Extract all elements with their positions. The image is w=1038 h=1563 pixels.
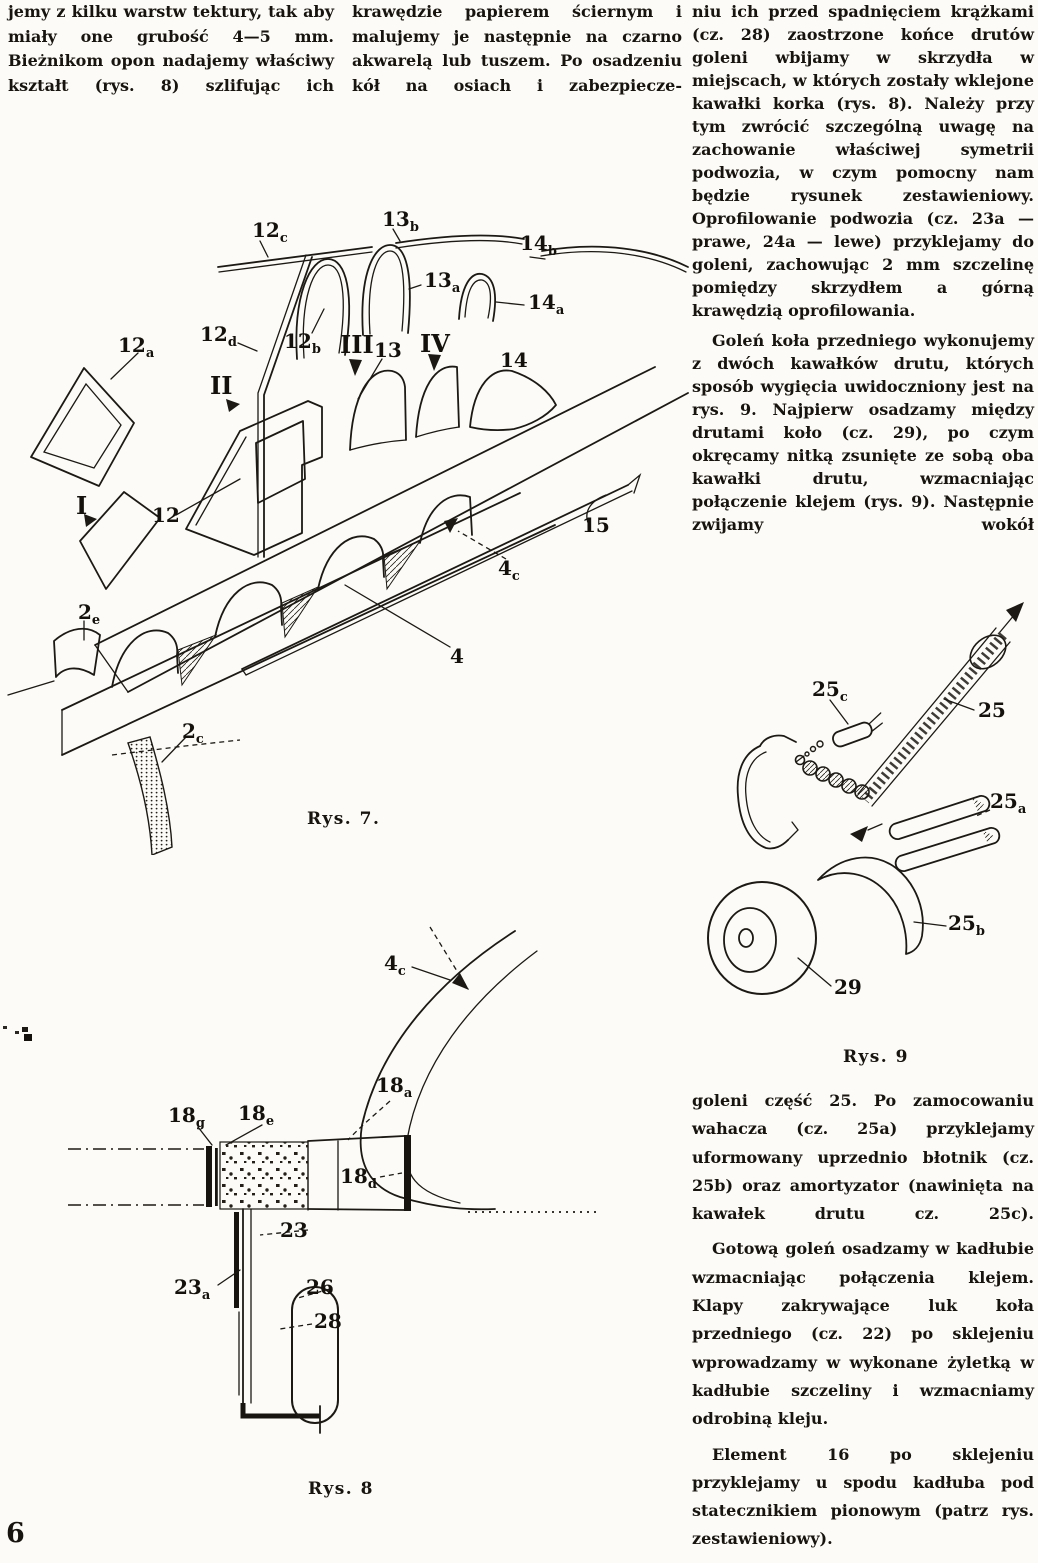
figure-8-caption: Rys. 8 (308, 1479, 374, 1499)
fig9-label-25: 25 (978, 698, 1006, 722)
fig9-shock-thread (795, 740, 824, 763)
fig8-fin-outline (359, 926, 538, 1211)
figure-7-caption: Rys. 7. (307, 809, 381, 829)
fig7-frame-12d (257, 254, 313, 558)
fig7-label-2c: 2c (182, 719, 204, 747)
text-column-3-lower: goleni część 25. Po zamocowaniu wahacza … (692, 1087, 1034, 1554)
fig7-part-I (79, 491, 161, 590)
fig7-label-13a: 13a (424, 268, 461, 296)
fig7-canopy-body-12 (185, 400, 323, 556)
fig9-label-25b: 25b (948, 911, 985, 939)
column3-paragraph-5: Element 16 po sklejeniu przyklejamy u sp… (692, 1444, 1034, 1549)
fig7-strip-15 (241, 473, 642, 676)
fig8-label-23a: 23a (174, 1275, 211, 1303)
figure-9-drawing: 25c 25 25a 25b 29 (707, 602, 1027, 999)
fig9-strut-25 (857, 602, 1024, 807)
fig7-label-I: I (76, 491, 87, 520)
fig8-label-18e: 18e (238, 1101, 274, 1129)
fig7-keel-assembly (7, 492, 556, 756)
fig8-label-18g: 18g (168, 1103, 205, 1131)
column3-paragraph-1: niu ich przed spadnięciem krążkami (cz. … (692, 2, 1034, 320)
fig9-leader-lines (797, 698, 991, 987)
column3-paragraph-2: Goleń koła przedniego wykonujemy z dwóch… (692, 331, 1034, 534)
fig8-label-18a: 18a (376, 1073, 413, 1101)
figure-8-drawing: 4c 18a 18g 18e 18d 23 23a 26 28 (68, 926, 600, 1434)
fig9-fork-25a (850, 795, 1001, 872)
fig7-part-2c (127, 736, 173, 855)
fig7-labels: 12c 13b 14b 13a 14a 12a 12d 12b III 13 I… (76, 207, 610, 747)
fig7-stringer-strips (217, 234, 689, 273)
fig9-label-29: 29 (834, 975, 862, 999)
text-column-3-upper: niu ich przed spadnięciem krążkami (cz. … (692, 0, 1034, 536)
fig9-fender-25b (817, 856, 924, 955)
fig8-wing-section (68, 1135, 600, 1213)
fig9-label-25a: 25a (990, 789, 1027, 817)
fig8-nose-wheel (291, 1286, 339, 1424)
fig7-label-14: 14 (500, 348, 528, 372)
column2-paragraph: krawędzie papierem ściernym i malujemy j… (352, 2, 682, 95)
fig8-labels: 4c 18a 18g 18e 18d 23 23a 26 28 (168, 951, 413, 1333)
fig7-label-II: II (210, 371, 232, 400)
fig7-direction-arrows (84, 354, 458, 533)
fig8-label-18d: 18d (340, 1164, 377, 1192)
fig8-label-28: 28 (314, 1309, 342, 1333)
fig9-wheel-29 (707, 881, 817, 995)
figure-9-caption: Rys. 9 (843, 1047, 909, 1067)
column1-paragraph: jemy z kilku warstw tektury, tak aby mia… (8, 2, 334, 95)
fig7-label-12d: 12d (200, 322, 237, 350)
fig9-label-25c: 25c (812, 677, 848, 705)
fig9-wire-coil (794, 754, 870, 800)
fig7-label-2e: 2e (78, 600, 100, 628)
fig7-windshield-frame-12a (30, 367, 135, 487)
fig7-label-III: III (340, 330, 374, 359)
fig9-swing-arm-wire (736, 734, 799, 850)
fig8-label-23: 23 (280, 1218, 308, 1242)
fig7-label-13: 13 (374, 338, 402, 362)
fig8-label-4c: 4c (384, 951, 406, 979)
fig7-label-13b: 13b (382, 207, 419, 235)
fig7-label-IV: IV (420, 329, 450, 358)
fig7-label-12b: 12b (284, 329, 321, 357)
figure-7-drawing: 12c 13b 14b 13a 14a 12a 12d 12b III 13 I… (7, 207, 689, 855)
fig7-label-12: 12 (152, 503, 180, 527)
fig7-part-2e (53, 627, 101, 678)
fig7-label-15: 15 (582, 513, 610, 537)
fig8-label-26: 26 (306, 1275, 334, 1299)
fig7-rear-formers (94, 365, 689, 693)
fig7-canopy-hoops (295, 244, 496, 360)
fig7-label-4c: 4c (498, 556, 520, 584)
fig7-leader-lines (83, 228, 607, 763)
column3-paragraph-4: Gotową goleń osadzamy w kadłubie wzmacni… (692, 1239, 1034, 1429)
fig7-label-12c: 12c (252, 218, 288, 246)
column3-paragraph-3: goleni część 25. Po zamocowaniu wahacza … (692, 1091, 1034, 1224)
page-number: 6 (6, 1518, 25, 1549)
text-column-2: krawędzie papierem ściernym i malujemy j… (352, 0, 682, 98)
fig7-label-12a: 12a (118, 333, 155, 361)
fig9-labels: 25c 25 25a 25b 29 (812, 677, 1027, 999)
fig8-leader-lines (197, 966, 451, 1330)
fig7-label-14a: 14a (528, 290, 565, 318)
ink-blot-artifact (3, 1026, 7, 1029)
fig7-label-4: 4 (450, 644, 464, 668)
fig9-shock-absorber-25c (832, 712, 883, 748)
text-column-1: jemy z kilku warstw tektury, tak aby mia… (8, 0, 334, 98)
fig7-label-14b: 14b (520, 231, 557, 259)
fig8-nose-gear-strut (234, 1208, 321, 1434)
